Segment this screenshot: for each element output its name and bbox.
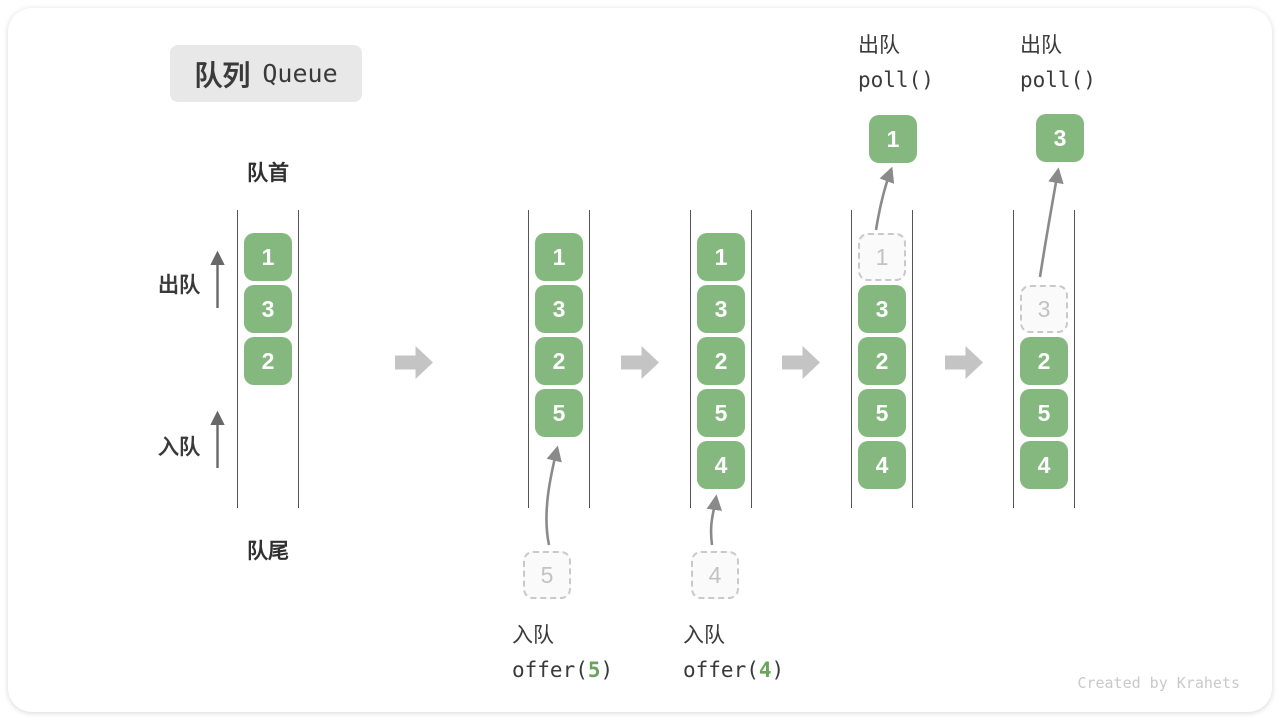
title-en: Queue (262, 59, 338, 88)
queue-walls-4 (851, 210, 913, 508)
queue-item: 1 (697, 233, 745, 281)
queue-item: 2 (697, 337, 745, 385)
queue-item: 2 (244, 337, 292, 385)
queue-item: 1 (244, 233, 292, 281)
removed-placeholder-box: 1 (858, 233, 906, 281)
queue-item: 4 (697, 441, 745, 489)
code-arg: 4 (758, 658, 772, 682)
polled-value-box: 3 (1036, 114, 1084, 162)
label-queue-rear: 队尾 (247, 540, 289, 563)
queue-item: 4 (858, 441, 906, 489)
queue-item: 5 (697, 389, 745, 437)
queue-walls-5 (1013, 210, 1075, 508)
title-zh: 队列 (194, 59, 251, 91)
label-enqueue-side: 入队 (158, 436, 200, 459)
polled-value-box: 1 (869, 115, 917, 163)
enqueue-op-code: offer(4) (683, 653, 784, 688)
enqueue-op-code: offer(5) (512, 653, 613, 688)
incoming-placeholder-box: 5 (523, 551, 571, 599)
queue-item: 5 (535, 389, 583, 437)
queue-walls-2 (528, 210, 590, 508)
queue-item: 3 (244, 285, 292, 333)
code-pre: offer( (683, 658, 759, 682)
queue-item: 3 (697, 285, 745, 333)
label-dequeue-side: 出队 (158, 274, 200, 297)
title-badge: 队列 Queue (170, 45, 362, 102)
code-pre: offer( (512, 658, 588, 682)
queue-item: 3 (858, 285, 906, 333)
label-queue-front: 队首 (247, 162, 289, 185)
queue-walls-3 (690, 210, 752, 508)
dequeue-op-zh: 出队 (1020, 34, 1062, 57)
queue-walls-1 (237, 210, 299, 508)
enqueue-op-label: 入队 offer(4) (683, 618, 784, 688)
dequeue-op-label: 出队 poll() (858, 28, 934, 98)
code-post: ) (771, 658, 785, 682)
removed-placeholder-box: 3 (1020, 285, 1068, 333)
queue-item: 5 (1020, 389, 1068, 437)
dequeue-op-label: 出队 poll() (1020, 28, 1096, 98)
queue-item: 5 (858, 389, 906, 437)
dequeue-op-zh: 出队 (858, 34, 900, 57)
dequeue-op-code: poll() (1020, 68, 1096, 92)
code-post: ) (600, 658, 614, 682)
queue-item: 1 (535, 233, 583, 281)
enqueue-op-label: 入队 offer(5) (512, 618, 613, 688)
queue-item: 2 (535, 337, 583, 385)
queue-item: 4 (1020, 441, 1068, 489)
queue-item: 2 (858, 337, 906, 385)
enqueue-op-zh: 入队 (683, 624, 725, 647)
enqueue-op-zh: 入队 (512, 624, 554, 647)
watermark: Created by Krahets (1077, 674, 1240, 692)
dequeue-op-code: poll() (858, 68, 934, 92)
code-arg: 5 (587, 658, 601, 682)
queue-item: 3 (535, 285, 583, 333)
queue-item: 2 (1020, 337, 1068, 385)
incoming-placeholder-box: 4 (691, 551, 739, 599)
